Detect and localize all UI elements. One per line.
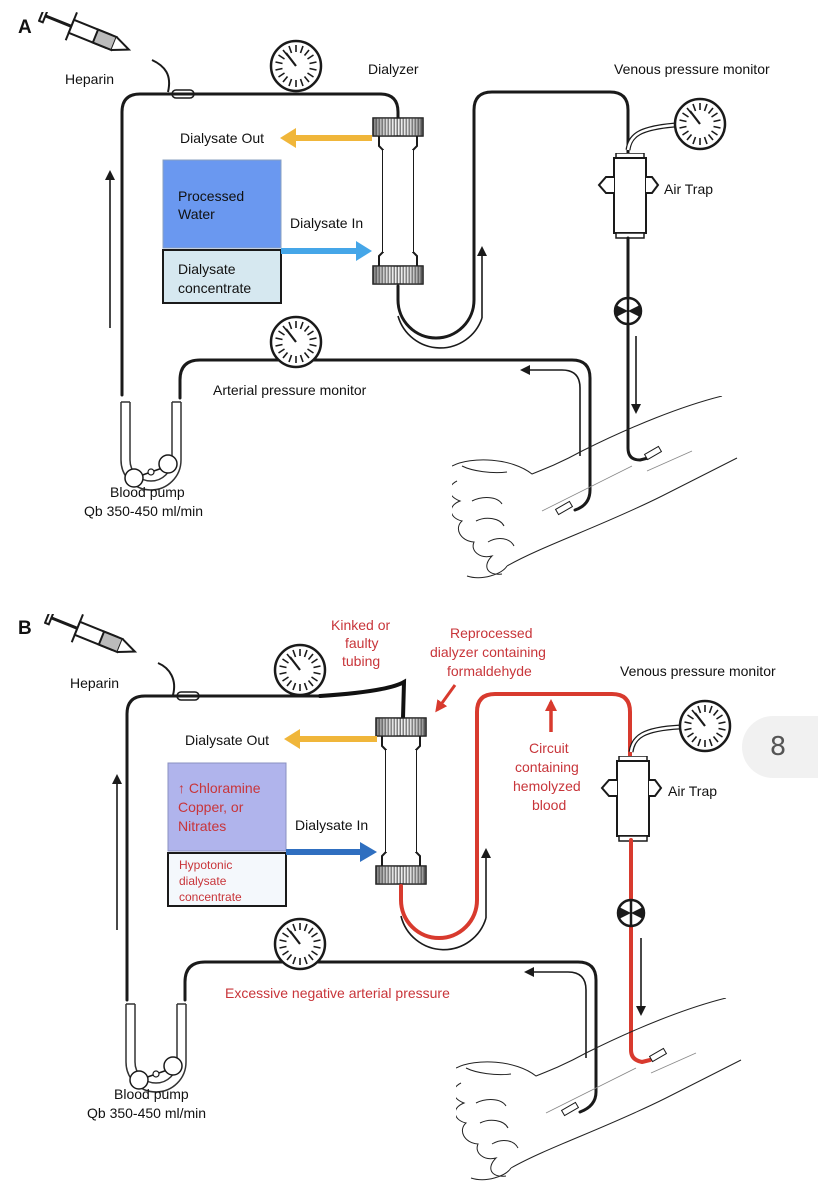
dialysate-out-label: Dialysate Out [180, 130, 264, 146]
reprocessed-line-2: dialyzer containing [430, 644, 546, 660]
blood-pump-label: Blood pump [110, 484, 185, 500]
air-trap-label: Air Trap [664, 181, 713, 197]
pressure-gauge-icon [269, 39, 323, 93]
heparin-label: Heparin [65, 71, 114, 87]
blood-pump-icon [120, 401, 182, 491]
venous-needle [648, 1047, 668, 1063]
reprocessed-pointer-arrow [435, 684, 457, 713]
dialysate-concentrate-box [162, 249, 282, 304]
venous-return-line-hemolyzed [629, 838, 652, 1064]
arterial-flow-arrow [524, 967, 587, 1058]
arterial-flow-arrow [520, 365, 581, 456]
kinked-line-2: faulty [345, 635, 378, 651]
arterial-needle [554, 500, 574, 516]
panel-a: A Heparin Dialyzer Venous pressure monit… [18, 12, 770, 579]
panel-b: B Heparin Kinked or faulty tubing Reproc… [18, 614, 776, 1181]
air-trap-icon [601, 756, 662, 842]
concentrate-line-1: Dialysate [178, 261, 236, 277]
air-trap-icon [598, 153, 659, 239]
arterial-monitor-label: Arterial pressure monitor [213, 382, 367, 398]
panel-letter-b: B [18, 618, 32, 639]
reprocessed-line-3: formaldehyde [447, 663, 532, 679]
venous-gauge-icon [673, 97, 727, 151]
arterial-needle [560, 1101, 580, 1117]
concentrate-line-1: Hypotonic [179, 858, 232, 872]
syringe-icon [38, 12, 136, 65]
arterial-gauge-icon [269, 315, 323, 369]
dialyzer-label: Dialyzer [368, 61, 419, 77]
kinked-tubing [318, 678, 407, 720]
concentrate-line-2: dialysate [179, 874, 227, 888]
venous-line-top [396, 90, 630, 340]
hemolyzed-line-3: hemolyzed [513, 778, 581, 794]
panel-letter-a: A [18, 17, 32, 38]
blood-pump-rate: Qb 350-450 ml/min [84, 503, 203, 519]
venous-monitor-label: Venous pressure monitor [620, 663, 776, 679]
concentrate-line-2: concentrate [178, 280, 251, 296]
heparin-label: Heparin [70, 675, 119, 691]
pressure-gauge-icon [273, 643, 327, 697]
arterial-gauge-icon [273, 917, 327, 971]
dialysate-in-label: Dialysate In [290, 215, 363, 231]
flow-arrow-curve [397, 315, 483, 349]
concentrate-line-3: concentrate [179, 890, 242, 904]
page-number: 8 [769, 732, 787, 762]
clamp-icon [613, 296, 643, 326]
venous-line-top-hemolyzed [399, 692, 632, 940]
dialyzer-icon [372, 117, 424, 285]
arterial-pressure-warning: Excessive negative arterial pressure [225, 985, 450, 1001]
dialysate-out-label: Dialysate Out [185, 732, 269, 748]
dialysate-in-label: Dialysate In [295, 817, 368, 833]
blood-pump-rate: Qb 350-450 ml/min [87, 1105, 206, 1121]
air-trap-label: Air Trap [668, 783, 717, 799]
water-line-3: Nitrates [178, 818, 226, 834]
heparin-line [151, 59, 171, 93]
kinked-line-3: tubing [342, 653, 380, 669]
hemolyzed-line-4: blood [532, 797, 566, 813]
water-line-2: Water [178, 206, 215, 222]
blood-pump-label: Blood pump [114, 1086, 189, 1102]
syringe-icon [44, 614, 142, 667]
venous-needle [643, 445, 663, 461]
arterial-line-bottom [178, 358, 592, 512]
patient-arm-icon [452, 396, 738, 579]
clamp-icon [616, 898, 646, 928]
reprocessed-line-1: Reprocessed [450, 625, 533, 641]
water-line-1: Processed [178, 188, 244, 204]
contaminated-water-box [167, 762, 287, 852]
venous-monitor-label: Venous pressure monitor [614, 61, 770, 77]
venous-gauge-icon [678, 699, 732, 753]
kinked-line-1: Kinked or [331, 617, 390, 633]
hemolyzed-line-2: containing [515, 759, 579, 775]
arterial-line-top [120, 92, 400, 397]
venous-return-line [626, 236, 650, 462]
hemolyzed-line-1: Circuit [529, 740, 569, 756]
blood-pump-icon [125, 1003, 187, 1093]
hypotonic-concentrate-box [167, 852, 287, 907]
water-line-1: ↑ Chloramine [178, 780, 261, 796]
page-number-badge[interactable]: 8 [742, 716, 818, 778]
processed-water-box [162, 159, 282, 249]
arterial-line-top [125, 694, 320, 1002]
dialyzer-icon [375, 717, 427, 885]
arterial-line-bottom [183, 960, 598, 1114]
water-line-2: Copper, or [178, 799, 244, 815]
